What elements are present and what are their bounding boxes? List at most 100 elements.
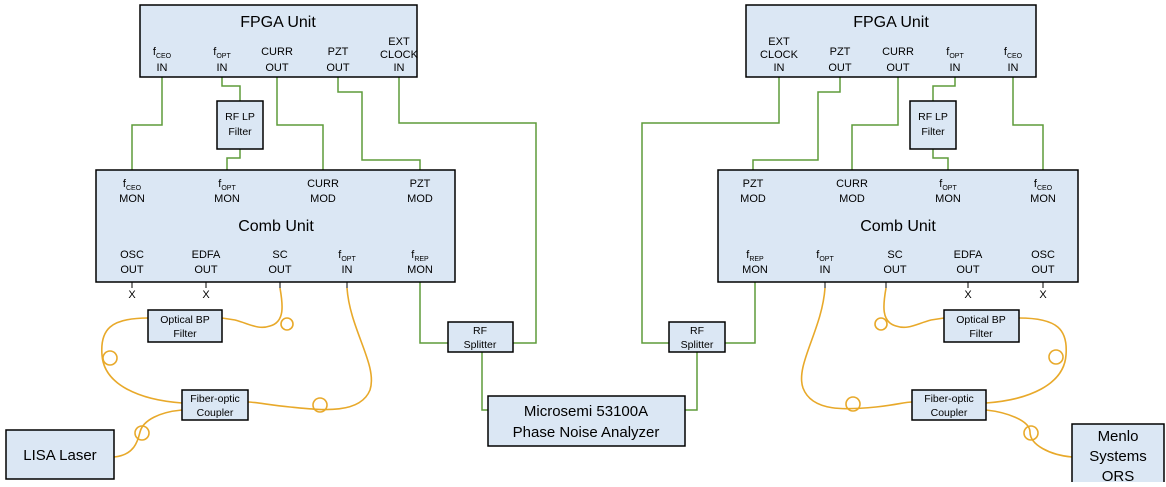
fiber-coil-left-a: [102, 350, 118, 366]
rf-lp-filter-label-right-2: Filter: [921, 126, 945, 138]
menlo-ors: Menlo Systems ORS: [1071, 423, 1165, 487]
wire-frep-right: [725, 282, 756, 344]
optical-bp-filter-label-right-1: Optical BP: [956, 314, 1006, 326]
wire-splitter-to-analyzer-right: [685, 352, 698, 411]
port-osc-out-right: OSC: [1031, 249, 1055, 261]
port-pzt-out-left-sub: OUT: [326, 62, 350, 74]
comb-box-right: [717, 169, 1079, 283]
port-edfa-out-right-sub: OUT: [956, 264, 980, 276]
fiber-filter-to-coupler-left: [100, 317, 183, 404]
comb-title-left: Comb Unit: [238, 218, 314, 235]
port-fopt-in-left-sub: IN: [217, 62, 228, 74]
port-fopt-in-comb-left: fOPT: [338, 249, 356, 263]
no-connect-osc-left: X: [128, 289, 136, 301]
port-fopt-mon-left-sub: MON: [214, 193, 240, 205]
fiber-coil-left-b: [312, 397, 328, 413]
no-connect-osc-right: X: [1039, 289, 1047, 301]
rf-lp-filter-right: RF LP Filter: [909, 100, 957, 150]
rf-splitter-label-right-2: Splitter: [681, 339, 714, 351]
lisa-laser-label: LISA Laser: [23, 447, 96, 464]
fpga-title-right: FPGA Unit: [853, 14, 929, 31]
port-pzt-mod-right: PZT: [743, 178, 764, 190]
no-connect-edfa-right: X: [964, 289, 972, 301]
port-frep-mon-right-sub: MON: [742, 264, 768, 276]
port-sc-out-left: SC: [272, 249, 287, 261]
rf-lp-filter-label-left-2: Filter: [228, 126, 252, 138]
optical-bp-filter-label-left-2: Filter: [173, 328, 197, 340]
wire-fopt-fpga-to-filter-right: [932, 77, 956, 101]
wire-fceo-right: [1012, 77, 1044, 170]
port-edfa-out-right: EDFA: [954, 249, 983, 261]
fiber-coupler-right: Fiber-optic Coupler: [911, 389, 987, 421]
port-clock-right: CLOCK: [760, 49, 799, 61]
fiber-coupler-box-left: [181, 389, 249, 421]
fiber-fopt-to-coupler-right: [800, 287, 913, 410]
rf-splitter-box-left: [447, 321, 514, 353]
port-pzt-out-right-sub: OUT: [828, 62, 852, 74]
port-osc-out-right-sub: OUT: [1031, 264, 1055, 276]
fiber-coupler-label-right-1: Fiber-optic: [924, 393, 974, 405]
fiber-lisa-to-coupler: [113, 409, 183, 458]
wire-pzt-left: [337, 77, 421, 170]
port-osc-out-left: OSC: [120, 249, 144, 261]
fiber-filter-to-coupler-right: [985, 317, 1067, 404]
port-fceo-in-left: fCEO: [153, 46, 172, 60]
port-fopt-in-comb-left-sub: IN: [342, 264, 353, 276]
port-clock-in-right: IN: [774, 62, 785, 74]
port-curr-out-left: CURR: [261, 46, 293, 58]
fiber-coupler-label-left-2: Coupler: [197, 407, 234, 419]
fiber-coil-right-b: [845, 396, 861, 412]
rf-lp-filter-left: RF LP Filter: [216, 100, 264, 150]
fpga-unit-right: FPGA Unit EXT CLOCK IN PZT OUT CURR OUT …: [745, 4, 1037, 78]
fiber-coupler-label-left-1: Fiber-optic: [190, 393, 240, 405]
wire-frep-left: [419, 282, 448, 344]
rf-lp-filter-box-left: [216, 100, 264, 150]
port-fceo-mon-right: fCEO: [1034, 178, 1053, 192]
no-connect-edfa-left: X: [202, 289, 210, 301]
fiber-coil-lisa: [134, 425, 150, 441]
rf-splitter-right: RF Splitter: [668, 321, 726, 353]
port-curr-mod-left: CURR: [307, 178, 339, 190]
port-fceo-in-left-sub: IN: [157, 62, 168, 74]
fiber-sc-loop-right: [883, 287, 945, 329]
fiber-fopt-to-coupler-left: [247, 287, 373, 411]
port-pzt-out-left: PZT: [328, 46, 349, 58]
fiber-sc-loop-left: [221, 287, 283, 329]
port-frep-mon-left-sub: MON: [407, 264, 433, 276]
fiber-sc-coil-right: [874, 317, 888, 331]
port-curr-out-left-sub: OUT: [265, 62, 289, 74]
fiber-sc-coil-left: [280, 317, 294, 331]
fibers: [100, 287, 1073, 458]
port-fceo-mon-right-sub: MON: [1030, 193, 1056, 205]
optical-bp-filter-left: Optical BP Filter: [147, 309, 223, 343]
port-edfa-out-left-sub: OUT: [194, 264, 218, 276]
wire-fopt-fpga-to-filter-left: [221, 77, 241, 101]
port-curr-mod-left-sub: MOD: [310, 193, 336, 205]
lisa-laser: LISA Laser: [5, 429, 115, 480]
analyzer-label-1: Microsemi 53100A: [524, 403, 648, 420]
comb-unit-left: fCEO MON fOPT MON CURR MOD PZT MOD Comb …: [95, 169, 456, 283]
port-fopt-mon-right-sub: MON: [935, 193, 961, 205]
port-edfa-out-left: EDFA: [192, 249, 221, 261]
menlo-label-3: ORS: [1102, 468, 1135, 482]
port-curr-mod-right: CURR: [836, 178, 868, 190]
port-sc-out-right-sub: OUT: [883, 264, 907, 276]
port-fopt-in-right-sub: IN: [950, 62, 961, 74]
fpga-box-right: [745, 4, 1037, 78]
menlo-label-1: Menlo: [1098, 428, 1139, 445]
wire-pzt-right: [752, 77, 841, 170]
fiber-coupler-box-right: [911, 389, 987, 421]
wire-filter-to-fopt-mon-left: [226, 149, 241, 170]
lisa-laser-box: [5, 429, 115, 480]
wire-fceo-left: [131, 77, 163, 170]
port-osc-out-left-sub: OUT: [120, 264, 144, 276]
comb-title-right: Comb Unit: [860, 218, 936, 235]
optical-bp-filter-label-left-1: Optical BP: [160, 314, 210, 326]
optical-bp-filter-label-right-2: Filter: [969, 328, 993, 340]
wire-splitter-to-analyzer-left: [481, 352, 488, 411]
analyzer-box: [487, 395, 686, 447]
port-sc-out-left-sub: OUT: [268, 264, 292, 276]
port-fceo-in-right: fCEO: [1004, 46, 1023, 60]
